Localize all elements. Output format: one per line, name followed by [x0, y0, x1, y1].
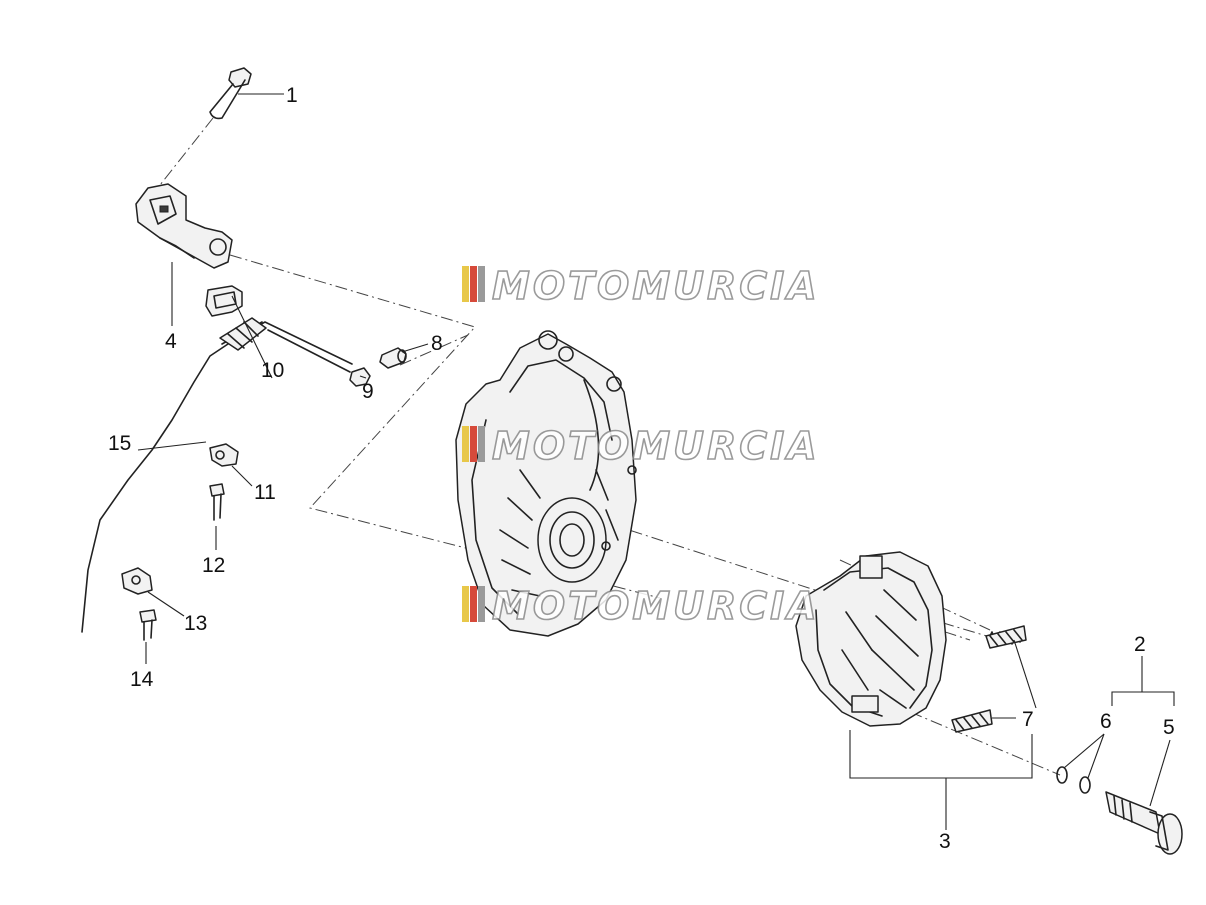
callout-9: 9 — [362, 380, 374, 403]
callout-3: 3 — [939, 830, 951, 853]
watermark-stripe — [470, 426, 477, 462]
leader-lines — [137, 93, 1175, 830]
brake-shoes-part-3 — [795, 551, 947, 727]
callout-5: 5 — [1163, 716, 1175, 739]
watermark-stripe — [470, 266, 477, 302]
brake-cable-part-15 — [81, 317, 353, 633]
watermark-stripe — [478, 586, 485, 622]
watermark-stripe — [470, 586, 477, 622]
hub-fins — [499, 469, 619, 597]
callout-15: 15 — [108, 432, 131, 455]
screw-part-12 — [209, 483, 225, 521]
spring-part-7-upper — [985, 625, 1027, 649]
watermark-stripe — [478, 426, 485, 462]
watermark-stripe — [478, 266, 485, 302]
hub-bearing — [537, 497, 607, 583]
watermark-stripe — [462, 586, 469, 622]
watermark-logo-2: MOTOMURCIA — [462, 423, 820, 469]
watermark-logo-3: MOTOMURCIA — [462, 583, 820, 629]
watermark-text: MOTOMURCIA — [492, 584, 820, 628]
watermark-text: MOTOMURCIA — [492, 264, 820, 308]
callout-1: 1 — [286, 84, 298, 107]
callout-13: 13 — [184, 612, 207, 635]
bolt-part-1 — [209, 67, 252, 120]
callout-11: 11 — [254, 481, 276, 504]
watermark-stripe — [462, 426, 469, 462]
cable-clamp-part-11 — [209, 443, 239, 467]
brake-cam-part-5 — [1105, 791, 1183, 855]
o-rings-part-6 — [1056, 766, 1091, 794]
callout-2: 2 — [1134, 633, 1146, 656]
callout-7: 7 — [1022, 708, 1034, 731]
brake-backing-plate — [455, 330, 637, 637]
callout-8: 8 — [431, 332, 443, 355]
cable-nipple-part-9 — [349, 367, 371, 387]
callout-14: 14 — [130, 668, 154, 691]
callout-10: 10 — [261, 359, 284, 382]
callout-labels: 1 4 10 8 9 15 11 12 13 14 2 7 6 5 3 — [108, 84, 1175, 853]
shoe-ribs — [841, 589, 919, 709]
screw-part-14 — [139, 609, 157, 641]
callout-6: 6 — [1100, 710, 1112, 733]
brake-lever-part-4 — [135, 183, 233, 269]
cable-clip-part-10 — [205, 285, 243, 317]
watermark-stripe — [462, 266, 469, 302]
cable-end-part-8 — [379, 347, 407, 369]
spring-part-7-lower — [951, 709, 993, 733]
watermark-logo-1: MOTOMURCIA — [462, 263, 820, 309]
callout-12: 12 — [202, 554, 225, 577]
callout-4: 4 — [165, 330, 177, 353]
watermark-text: MOTOMURCIA — [492, 424, 820, 468]
cam-splines — [1113, 795, 1133, 823]
cable-clamp-part-13 — [121, 567, 153, 595]
